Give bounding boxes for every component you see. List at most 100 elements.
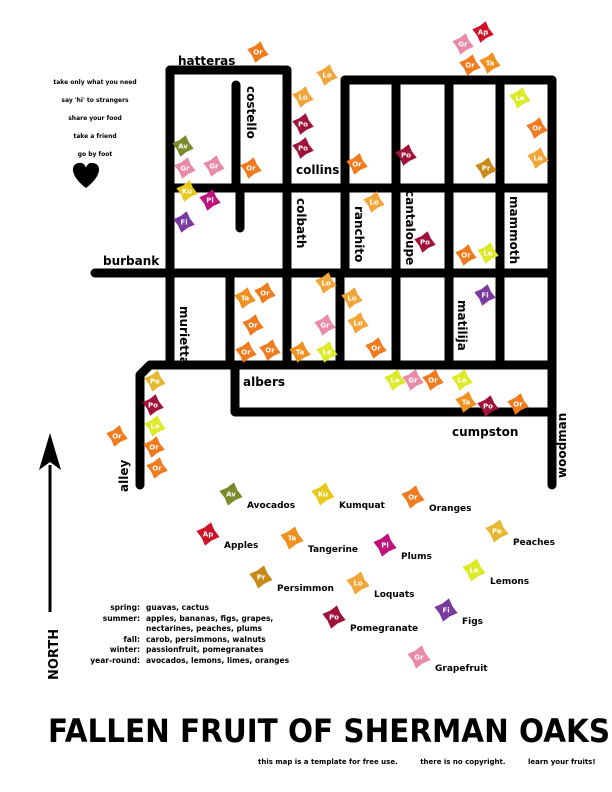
legend-label: Grapefruit bbox=[435, 664, 488, 674]
svg-text:Gr: Gr bbox=[408, 377, 418, 385]
fruit-marker-ta: Ta bbox=[479, 52, 501, 74]
street-label-woodman: woodman bbox=[555, 413, 569, 478]
svg-text:Fi: Fi bbox=[481, 292, 488, 300]
street-label-albers: albers bbox=[243, 375, 285, 389]
svg-text:Or: Or bbox=[246, 165, 256, 173]
fruit-marker-gr: Gr bbox=[402, 369, 424, 391]
svg-text:Pr: Pr bbox=[482, 165, 491, 173]
svg-text:Po: Po bbox=[148, 402, 158, 410]
svg-text:Or: Or bbox=[513, 401, 523, 409]
fruit-marker-le: Le bbox=[316, 341, 338, 363]
fruit-marker-po: Po bbox=[292, 137, 314, 159]
legend-icon-figs: Fi bbox=[434, 598, 458, 622]
legend-icon-apples: Ap bbox=[196, 522, 220, 546]
svg-text:Lo: Lo bbox=[347, 295, 356, 303]
fruit-marker-lo: Lo bbox=[363, 191, 385, 213]
legend-icon-loquats: Lo bbox=[346, 571, 370, 595]
svg-text:Or: Or bbox=[532, 125, 542, 133]
legend-label: Apples bbox=[224, 541, 258, 551]
fruit-marker-or: Or bbox=[146, 457, 168, 479]
svg-text:Gr: Gr bbox=[414, 654, 424, 662]
fruit-marker-ap: Ap bbox=[472, 21, 494, 43]
footer: this map is a template for free use. the… bbox=[258, 758, 612, 766]
fruit-marker-pr: Pr bbox=[475, 157, 497, 179]
fruit-marker-lo: Lo bbox=[292, 86, 314, 108]
svg-text:Pl: Pl bbox=[206, 197, 214, 205]
fruit-marker-or: Or bbox=[242, 314, 264, 336]
footer-text: this map is a template for free use. bbox=[258, 758, 398, 766]
street-label-costello: costello bbox=[244, 86, 258, 139]
svg-text:Fi: Fi bbox=[180, 219, 187, 227]
svg-text:Le: Le bbox=[150, 423, 159, 431]
svg-text:Po: Po bbox=[329, 614, 339, 622]
svg-text:Lo: Lo bbox=[533, 155, 542, 163]
legend-label: Persimmon bbox=[277, 584, 334, 594]
fruit-marker-po: Po bbox=[292, 113, 314, 135]
fruit-marker-gr: Gr bbox=[203, 155, 225, 177]
svg-text:Or: Or bbox=[428, 377, 438, 385]
svg-text:Po: Po bbox=[420, 239, 430, 247]
legend-icon-oranges: Or bbox=[401, 485, 425, 509]
fruit-marker-lo: Lo bbox=[347, 312, 369, 334]
fruit-marker-gr: Gr bbox=[174, 157, 196, 179]
svg-text:Gr: Gr bbox=[458, 41, 468, 49]
legend-label: Pomegranate bbox=[350, 624, 418, 634]
fruit-marker-or: Or bbox=[526, 117, 548, 139]
fruit-marker-lo: Lo bbox=[527, 147, 549, 169]
svg-text:Le: Le bbox=[469, 567, 478, 575]
tip-item: take a friend bbox=[73, 133, 117, 140]
fruit-marker-le: Le bbox=[477, 242, 499, 264]
street-label-ranchito: ranchito bbox=[352, 206, 366, 262]
fruit-marker-le: Le bbox=[384, 369, 406, 391]
svg-text:Pe: Pe bbox=[150, 378, 160, 386]
svg-text:Pr: Pr bbox=[257, 574, 266, 582]
street-label-colbath: colbath bbox=[294, 198, 308, 248]
fruit-marker-or: Or bbox=[254, 282, 276, 304]
svg-text:Ta: Ta bbox=[296, 349, 305, 357]
svg-text:Gr: Gr bbox=[209, 163, 219, 171]
svg-text:Le: Le bbox=[483, 250, 492, 258]
svg-text:Po: Po bbox=[298, 121, 308, 129]
legend-label: Figs bbox=[462, 617, 483, 627]
svg-text:Po: Po bbox=[298, 145, 308, 153]
heart-icon bbox=[72, 162, 100, 188]
svg-text:Le: Le bbox=[515, 95, 524, 103]
fruit-marker-po: Po bbox=[414, 231, 436, 253]
legend-label: Oranges bbox=[429, 504, 471, 514]
page-title: FALLEN FRUIT OF SHERMAN OAKS bbox=[48, 712, 611, 750]
fruit-marker-gr: Gr bbox=[314, 314, 336, 336]
svg-text:Ap: Ap bbox=[203, 531, 213, 539]
svg-text:Or: Or bbox=[152, 465, 162, 473]
tip-item: say 'hi' to strangers bbox=[61, 97, 129, 104]
svg-text:Or: Or bbox=[112, 433, 122, 441]
svg-text:Ku: Ku bbox=[318, 491, 328, 499]
season-row: winter:passionfruit, pomegranates bbox=[109, 645, 264, 654]
fruit-marker-po: Po bbox=[395, 144, 417, 166]
legend-label: Loquats bbox=[374, 590, 415, 600]
svg-text:Lo: Lo bbox=[353, 580, 362, 588]
street-label-alley: alley bbox=[117, 460, 131, 492]
svg-text:Lo: Lo bbox=[321, 280, 330, 288]
street-label-cumpston: cumpston bbox=[452, 425, 518, 439]
svg-text:Or: Or bbox=[371, 345, 381, 353]
seasons-table: spring:guavas, cactus summer:apples, ban… bbox=[72, 603, 346, 666]
svg-text:Ap: Ap bbox=[478, 29, 488, 37]
north-arrow: NORTH bbox=[39, 433, 62, 680]
svg-text:Gr: Gr bbox=[320, 322, 330, 330]
fruit-marker-lo: Lo bbox=[341, 287, 363, 309]
fruit-marker-lo: Lo bbox=[315, 272, 337, 294]
svg-text:Or: Or bbox=[149, 444, 159, 452]
fruit-marker-le: Le bbox=[451, 369, 473, 391]
fruit-marker-po: Po bbox=[477, 395, 499, 417]
legend-icon-grapefruit: Gr bbox=[407, 645, 431, 669]
svg-text:Lo: Lo bbox=[353, 320, 362, 328]
fruit-marker-pe: Pe bbox=[144, 370, 166, 392]
svg-text:Ta: Ta bbox=[486, 60, 495, 68]
svg-text:Lo: Lo bbox=[298, 94, 307, 102]
legend-icon-plums: Pl bbox=[373, 533, 397, 557]
svg-text:Pl: Pl bbox=[381, 542, 389, 550]
legend-label: Kumquat bbox=[339, 501, 386, 511]
fruit-legend: AvAvocadosKuKumquatOrOrangesPePeachesApA… bbox=[196, 482, 555, 674]
